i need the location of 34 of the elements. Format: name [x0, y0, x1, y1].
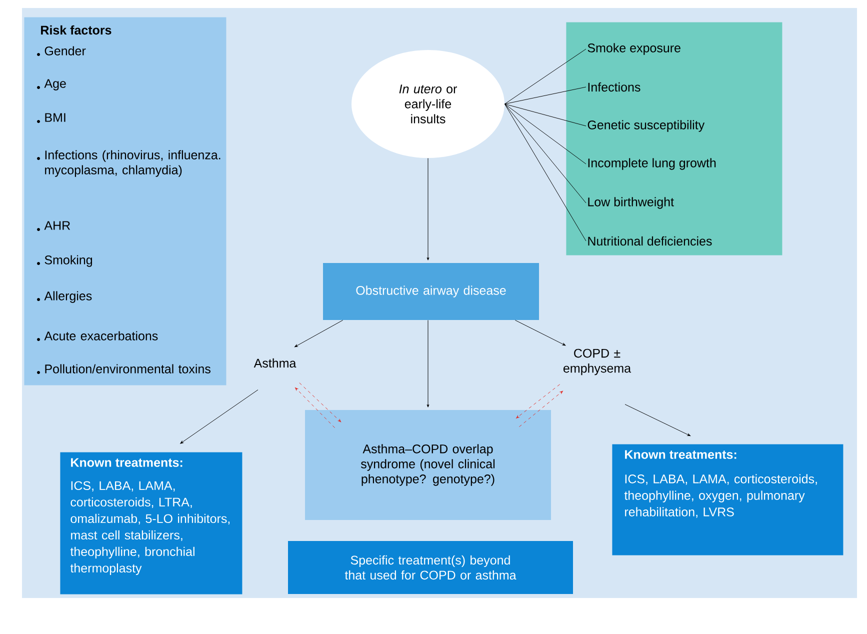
list-item: Incomplete lung growth — [588, 158, 716, 170]
arrow — [426, 158, 430, 260]
arrow — [514, 320, 566, 346]
arrow — [180, 390, 258, 444]
list-item: AHR — [37, 221, 70, 231]
list-item: BMI — [37, 113, 66, 123]
arrow — [518, 390, 563, 428]
arrow — [516, 384, 560, 418]
list-item: Genetic susceptibility — [588, 120, 705, 132]
disease-box: Obstructive airway disease — [323, 263, 539, 320]
arrow — [294, 320, 344, 348]
arrow — [426, 320, 430, 408]
node-label: COPD ± emphysema — [564, 348, 632, 376]
arrow — [624, 404, 690, 436]
treatment-box: Known treatments: ICS, LABA, LAMA, corticosteroids, LTRA, omalizumab, 5-LO inhibitors, mast cell stabilizers, theophylline, bronchial thermoplasty — [60, 452, 242, 594]
list-item: Infections — [588, 82, 640, 92]
node-label: Asthma — [254, 358, 296, 368]
syndrome-box: Asthma–COPD overlap syndrome (novel clinical phenotype? genotype?) — [305, 410, 551, 520]
list-item: Pollution/environmental toxins — [37, 364, 210, 374]
list-item: Age — [37, 79, 66, 90]
list-item: Acute exacerbations — [37, 331, 158, 341]
list-item: Smoke exposure — [588, 43, 680, 55]
list-item: Allergies — [37, 291, 92, 303]
list-item: Infections (rhinovirus, influenza. mycoplasma, chlamydia) — [37, 150, 220, 177]
factor-panel — [566, 22, 782, 256]
arrow — [295, 387, 336, 428]
list-item: Smoking — [37, 255, 92, 267]
treatment-box: Known treatments: ICS, LABA, LAMA, corticosteroids, theophylline, oxygen, pulmonary rehabilitation, LVRS — [612, 444, 844, 556]
treatment-box: Specific treatment(s) beyond that used for COPD or asthma — [288, 541, 573, 594]
list-item: Nutritional deficiencies — [588, 236, 712, 246]
list-item: Low birthweight — [588, 197, 674, 209]
list-item: Gender — [37, 46, 86, 56]
risk-factor-panel: Risk factors Gender Age BMI Infections (rhinovirus, influenza. mycoplasma, chlamydia) AHR Smoking Allergies Acute exacerbations Pollution/environmental toxins — [24, 17, 226, 386]
arrow — [299, 382, 342, 422]
